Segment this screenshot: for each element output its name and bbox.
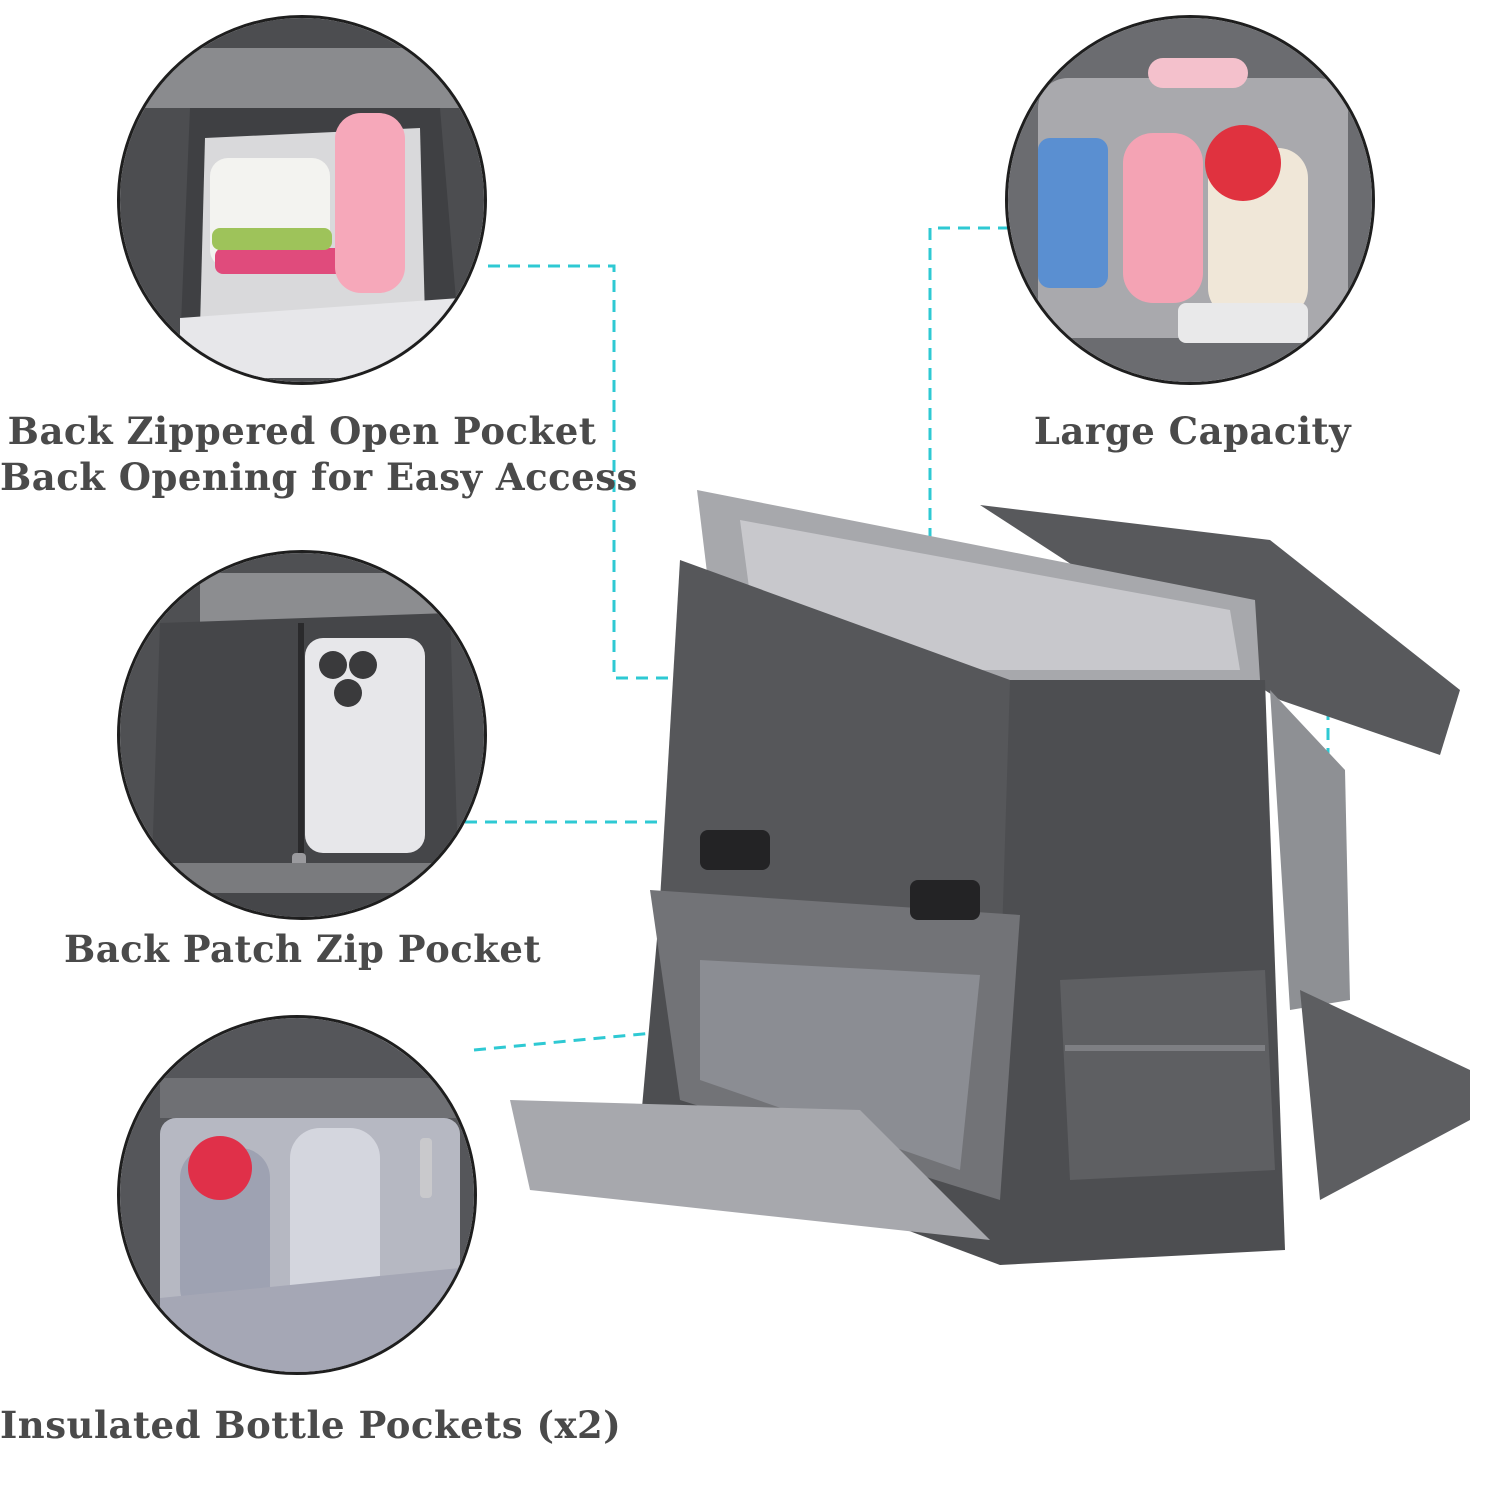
- caption-large-capacity: Large Capacity: [1000, 408, 1385, 454]
- caption-back-patch-pocket: Back Patch Zip Pocket: [40, 926, 565, 972]
- photo-circle-back-zippered-pocket: [117, 15, 487, 385]
- caption-line: Back Opening for Easy Access: [0, 455, 638, 499]
- leader-back-zippered-pocket: [488, 264, 1252, 680]
- photo-circle-back-patch-pocket: [117, 550, 487, 920]
- caption-line: Insulated Bottle Pockets (x2): [0, 1403, 622, 1447]
- caption-back-zippered-pocket: Back Zippered Open Pocket Back Opening f…: [0, 408, 638, 500]
- leader-large-capacity: [928, 226, 1010, 583]
- caption-line: Back Zippered Open Pocket: [7, 409, 597, 453]
- caption-line: Large Capacity: [1033, 409, 1352, 453]
- caption-line: Back Patch Zip Pocket: [63, 927, 542, 971]
- caption-bottle-pockets: Insulated Bottle Pockets (x2): [0, 1402, 622, 1448]
- backpack-illustration: [510, 490, 1470, 1265]
- photo-circle-large-capacity: [1005, 15, 1375, 385]
- photo-circle-bottle-pockets: [117, 1015, 477, 1375]
